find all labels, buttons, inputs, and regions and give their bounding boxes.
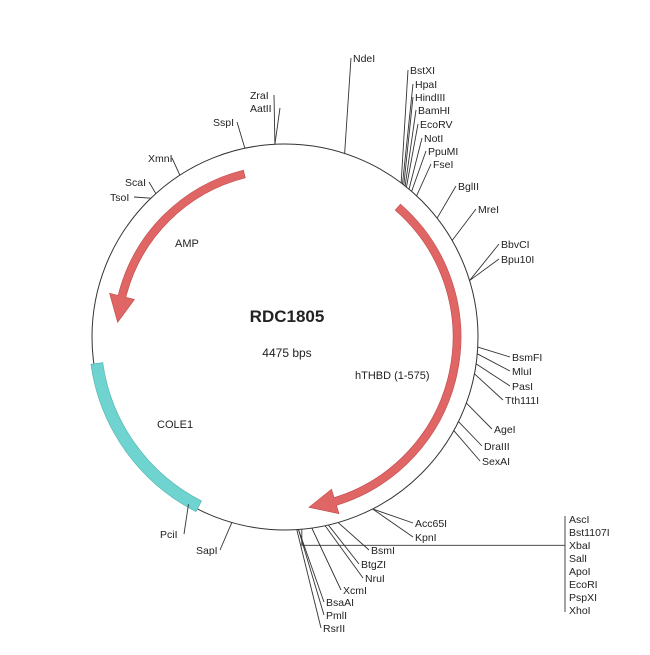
site-label-pasi[interactable]: PasI [512,381,533,393]
plasmid-name: RDC1805 [250,307,325,326]
site-line-agei [466,402,493,430]
site-label-bsmi[interactable]: BsmI [371,545,395,557]
site-label-xcmi[interactable]: XcmI [343,585,367,597]
site-label-fsei[interactable]: FseI [433,159,453,171]
site-label-hpai[interactable]: HpaI [415,79,437,91]
site-label-bbvci[interactable]: BbvCI [501,239,530,251]
site-line-bstxi [400,69,409,183]
site-line-sspi [236,121,246,149]
site-line-pmli [298,529,325,616]
site-line-btgzi [328,524,360,565]
site-label-pspxi[interactable]: PspXI [569,592,597,604]
site-label-asci[interactable]: AscI [569,514,589,526]
site-line-bbvci [469,243,500,281]
site-label-ecorv[interactable]: EcoRV [420,119,453,131]
site-label-ecori[interactable]: EcoRI [569,579,598,591]
site-line-aatii [274,107,281,145]
site-label-xhoi[interactable]: XhoI [569,605,591,617]
site-line-mrei [451,208,477,241]
site-label-bstxi[interactable]: BstXI [410,65,435,77]
site-label-bpu10i[interactable]: Bpu10I [501,254,534,266]
site-line-bsmi [337,522,370,551]
site-label-btgzi[interactable]: BtgZI [361,559,386,571]
site-label-tth111i[interactable]: Tth111I [505,395,539,407]
site-line-bglii [436,185,457,219]
site-label-pcii[interactable]: PciI [160,529,178,541]
site-line-nrui [324,525,364,579]
feature-arc-amp[interactable] [109,169,246,324]
site-label-apoi[interactable]: ApoI [569,566,591,578]
plasmid-backbone [91,143,479,531]
site-line-ecorv [406,123,419,188]
site-line-tth111i [474,373,504,401]
site-label-nrui[interactable]: NruI [365,573,385,585]
site-label-bsaai[interactable]: BsaAI [326,597,354,609]
site-line-bsaai [298,529,325,603]
site-label-xmni[interactable]: XmnI [148,153,173,165]
site-label-agei[interactable]: AgeI [494,424,516,436]
site-label-bamhi[interactable]: BamHI [418,105,450,117]
site-line-scai [148,181,157,194]
site-line-acc65i [372,508,414,524]
site-tick-lines [133,57,566,629]
site-line-draiii [458,421,483,447]
site-label-kpni[interactable]: KpnI [415,532,437,544]
feature-arc-cole1[interactable] [90,362,202,513]
site-line-bsmfi [477,346,511,358]
site-line-xmni [171,157,181,176]
site-label-draiii[interactable]: DraIII [484,441,510,453]
feature-label-cole1: COLE1 [157,419,193,431]
site-line-kpni [372,508,414,538]
site-line-xcmi [311,527,342,591]
site-line-fsei [416,163,432,197]
site-line-ppumi [411,150,427,192]
site-line-noti [408,137,423,190]
site-line-hindiii [403,96,414,185]
site-line-pasi [475,363,511,387]
mcs-leader-line [301,529,565,546]
site-label-zrai[interactable]: ZraI [250,90,269,102]
site-line-mlui [477,353,511,372]
site-line-rsrii [296,529,322,629]
site-label-hindiii[interactable]: HindIII [415,92,445,104]
site-line-bpu10i [469,258,500,281]
site-line-sapi [219,522,233,551]
site-label-bglii[interactable]: BglII [458,181,479,193]
site-label-mrei[interactable]: MreI [478,204,499,216]
site-label-bst1107i[interactable]: Bst1107I [569,527,610,539]
site-line-bamhi [404,109,417,187]
site-label-rsrii[interactable]: RsrII [323,623,345,635]
site-label-tsoi[interactable]: TsoI [110,192,129,204]
feature-label-hthbd: hTHBD (1-575) [355,370,430,382]
site-label-sapi[interactable]: SapI [196,545,218,557]
site-label-acc65i[interactable]: Acc65I [415,518,447,530]
site-label-pmli[interactable]: PmlI [326,610,347,622]
site-line-hpai [402,83,414,184]
feature-arc-hthbd[interactable] [308,203,462,515]
feature-label-amp: AMP [175,238,199,250]
plasmid-length: 4475 bps [262,346,311,360]
site-line-tsoi [133,196,151,199]
site-line-ndei [344,57,352,154]
site-label-sexai[interactable]: SexAI [482,456,510,468]
site-label-sspi[interactable]: SspI [213,117,234,129]
site-label-xbai[interactable]: XbaI [569,540,591,552]
site-label-sali[interactable]: SalI [569,553,587,565]
site-label-mlui[interactable]: MluI [512,366,532,378]
site-label-bsmfi[interactable]: BsmFI [512,352,542,364]
site-line-zrai [273,94,276,145]
site-line-pcii [183,504,189,535]
site-label-scai[interactable]: ScaI [125,177,146,189]
site-line-sexai [453,430,481,462]
site-label-noti[interactable]: NotI [424,133,443,145]
site-label-ppumi[interactable]: PpuMI [428,146,458,158]
site-label-aatii[interactable]: AatII [250,103,272,115]
site-label-ndei[interactable]: NdeI [353,53,375,65]
